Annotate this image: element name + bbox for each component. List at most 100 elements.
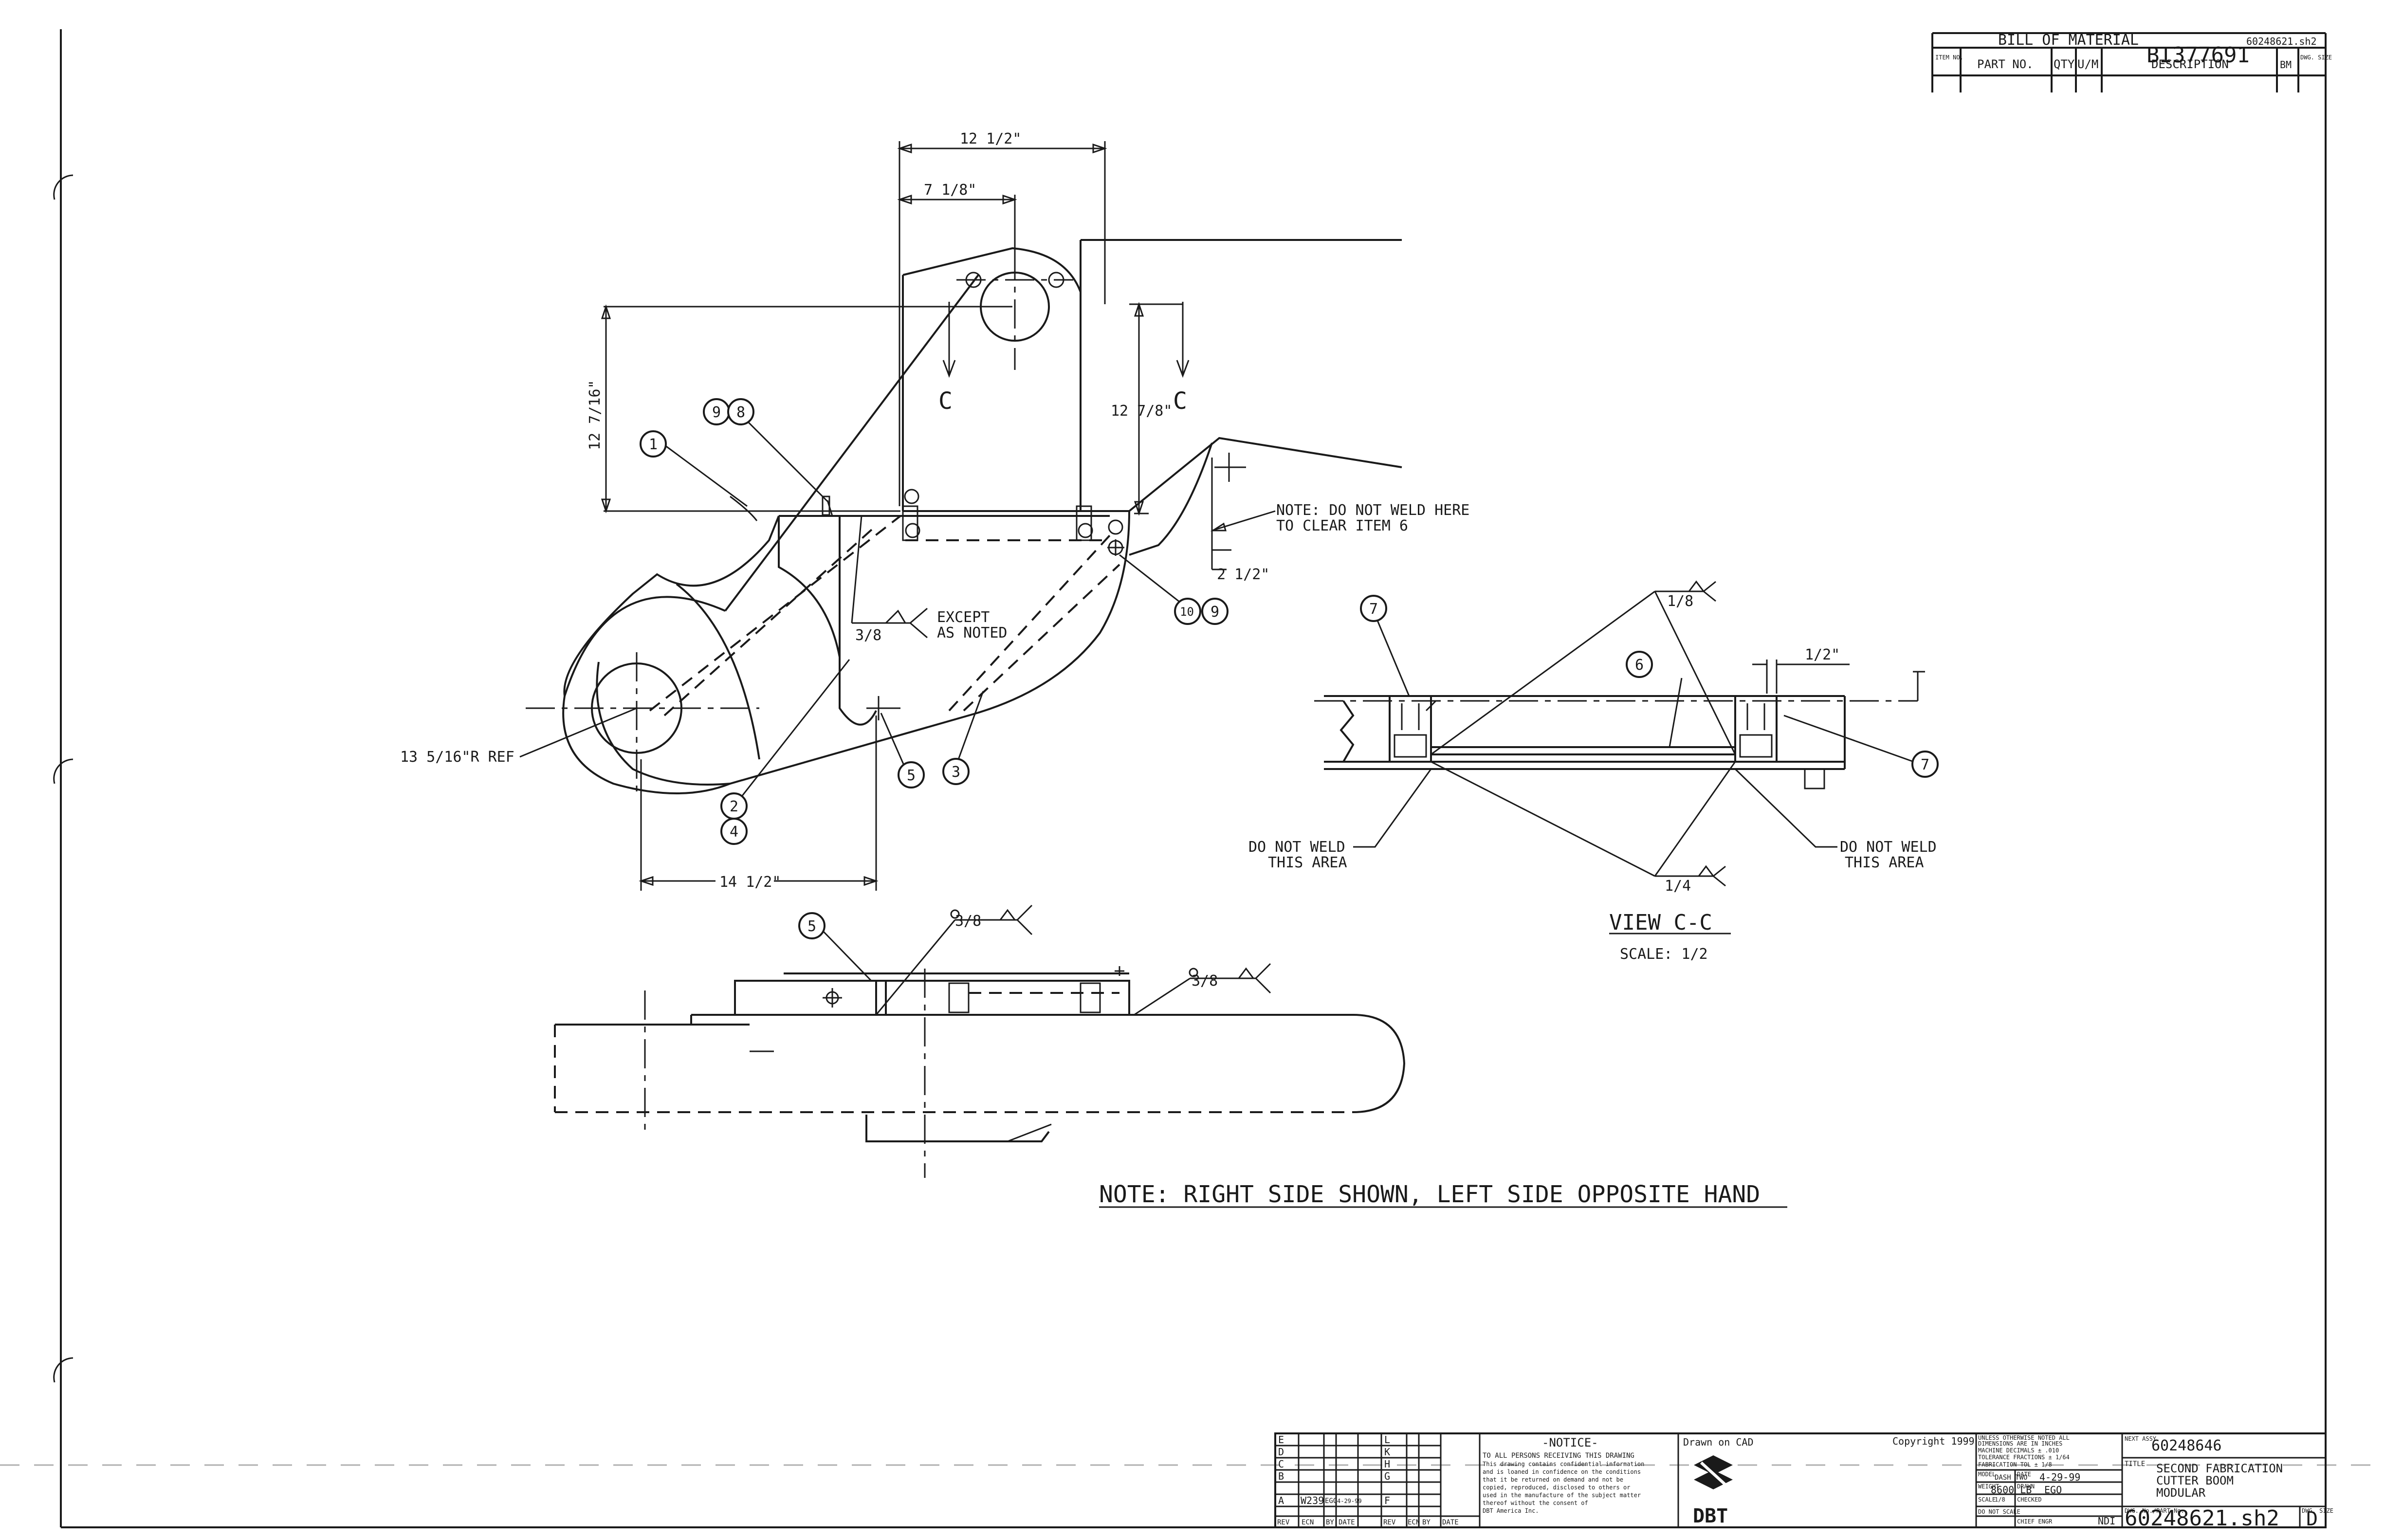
tolerance-2: DIMENSIONS ARE IN INCHES [1978,1440,2062,1447]
dim-12-1-2: 12 1/2" [960,130,1021,147]
balloons-side-view: 1 9 8 10 9 2 4 5 3 [640,398,1229,845]
drawn-value: EGO [2044,1484,2062,1496]
rev-right-l: L [1384,1434,1390,1446]
rev-a-ecn: W239 [1301,1495,1324,1506]
rev-header-rev-2: REV [1383,1519,1396,1526]
scale-value: 1/8 [1995,1496,2005,1503]
balloon-4: 4 [730,824,738,841]
balloon-1: 1 [649,436,658,453]
balloon-9: 9 [712,404,721,421]
rev-a-by: EGO [1325,1497,1337,1505]
rev-header-ecn-2: ECN [1408,1519,1420,1526]
company-name: DBT [1693,1505,1728,1527]
do-not-scale: DO NOT SCALE [1978,1508,2020,1515]
drawn-on-cad: Drawn on CAD [1683,1436,1754,1448]
note-except: EXCEPT [937,609,990,626]
rev-left-b: B [1278,1470,1284,1482]
rev-left-d: D [1278,1446,1284,1458]
balloon-5-plan: 5 [807,918,816,935]
view-scale: SCALE: 1/2 [1620,946,1708,963]
next-assy: 60248646 [2151,1437,2222,1454]
dbt-logo-icon [1694,1455,1733,1489]
title-block: E D C B A L K H G F W239 EGO 4-29-99 REV… [1274,1432,2333,1531]
notice-line-5: copied, reproduced, disclosed to others … [1483,1484,1630,1491]
bom-stamp: BI377691 [2146,43,2250,68]
section-mark-left: C [938,387,953,415]
notice-title: -NOTICE- [1542,1436,1598,1449]
bom-header-bm: BM [2280,59,2292,71]
tolerance-1: UNLESS OTHERWISE NOTED ALL [1978,1434,2070,1441]
title-line-1: SECOND FABRICATION [2156,1462,2283,1475]
dim-7-1-8: 7 1/8" [924,182,976,199]
side-view: 12 1/2" 7 1/8" 12 7/16" 12 7/8" 2 1/2" 1 [400,130,1469,891]
rev-header-rev: REV [1277,1519,1290,1526]
balloon-2: 2 [730,798,738,815]
balloon-8: 8 [736,404,745,421]
binder-hole-1 [53,174,73,200]
checked-label: CHECKED [2017,1496,2042,1503]
weld-3-8-plan-a: 3/8 [955,913,981,930]
section-mark-right: C [1173,387,1187,415]
rev-right-h: H [1384,1458,1390,1470]
bom-header-part-no: PART NO. [1977,57,2034,71]
note-no-weld-2: TO CLEAR ITEM 6 [1276,517,1408,534]
note-dnw-right-2: THIS AREA [1845,854,1924,871]
title-label: TITLE [2125,1460,2145,1468]
main-note: NOTE: RIGHT SIDE SHOWN, LEFT SIDE OPPOSI… [1099,1181,1760,1208]
balloon-10: 10 [1180,605,1194,619]
rev-right-f: F [1384,1495,1390,1506]
dwg-size-label: DWG. SIZE [2302,1507,2333,1514]
bom-header-qty: QTY [2054,57,2075,71]
rev-header-by: BY [1326,1519,1334,1526]
view-title: VIEW C-C [1609,910,1712,935]
date-value: 4-29-99 [2039,1471,2080,1483]
rev-right-g: G [1384,1470,1390,1482]
weld-3-8-main: 3/8 [855,627,881,644]
bom-header-um: U/M [2077,57,2098,71]
balloon-9b: 9 [1211,604,1219,621]
dim-14-1-2: 14 1/2" [719,874,781,891]
balloon-7-left: 7 [1369,601,1378,618]
note-dnw-left-2: THIS AREA [1268,854,1347,871]
copyright: Copyright 1999 [1892,1435,1975,1447]
drawn-label: DRAWN [2017,1483,2035,1490]
rev-header-ecn: ECN [1302,1519,1314,1526]
weld-1-8: 1/8 [1667,593,1693,610]
tolerance-5: FABRICATION TOL ± 1/8 [1978,1461,2052,1468]
note-no-weld-1: NOTE: DO NOT WELD HERE [1276,502,1469,519]
notice-line-7: thereof without the consent of [1483,1500,1588,1506]
rev-header-by-2: BY [1422,1519,1431,1526]
balloon-7-right: 7 [1921,756,1929,773]
dim-2-1-2: 2 1/2" [1217,566,1269,583]
notice-line-3: and is loaned in confidence on the condi… [1483,1468,1641,1475]
balloon-5: 5 [907,767,916,784]
bom-heading: BILL OF MATERIAL [1998,32,2139,49]
title-line-3: MODULAR [2156,1486,2206,1500]
tolerance-3: MACHINE DECIMALS ± .010 [1978,1447,2059,1454]
binder-hole-2 [53,758,73,784]
notice-line-8: DBT America Inc. [1483,1507,1539,1514]
notice-line-6: used in the manufacture of the subject m… [1483,1492,1641,1499]
bom-header-item-no: ITEM NO. [1935,54,1963,61]
rev-left-e: E [1278,1434,1284,1446]
tolerance-4: TOLERANCE FRACTIONS ± 1/64 [1978,1454,2070,1461]
scale-label: SCALE [1978,1496,1996,1503]
title-line-2: CUTTER BOOM [2156,1474,2234,1487]
chief-engr-label: CHIEF ENGR [2017,1518,2053,1525]
view-c-c: 1/8 1/4 1/2" DO NOT WELD THIS AREA DO NO… [1248,580,1939,963]
balloon-3: 3 [952,764,960,781]
bom-header-description: DESCRIPTION [2151,57,2229,71]
note-dnw-left-1: DO NOT WELD [1248,839,1345,856]
weight-label: WEIGHT [1978,1483,1999,1490]
next-assy-label: NEXT ASSY. [2125,1435,2160,1442]
balloon-6: 6 [1635,657,1644,674]
rev-a-date: 4-29-99 [1337,1498,1362,1504]
bill-of-material: BILL OF MATERIAL 60248621.sh2 BI377691 I… [1931,32,2332,92]
notice-line-1: TO ALL PERSONS RECEIVING THIS DRAWING [1483,1452,1634,1460]
dwg-no: 60248621.sh2 [2125,1506,2279,1531]
model-label: MODEL [1978,1471,1996,1478]
plan-view: 3/8 3/8 5 [554,904,1406,1178]
weld-1-4: 1/4 [1665,878,1691,895]
bom-header-dwg-size: DWG. SIZE [2300,54,2332,61]
